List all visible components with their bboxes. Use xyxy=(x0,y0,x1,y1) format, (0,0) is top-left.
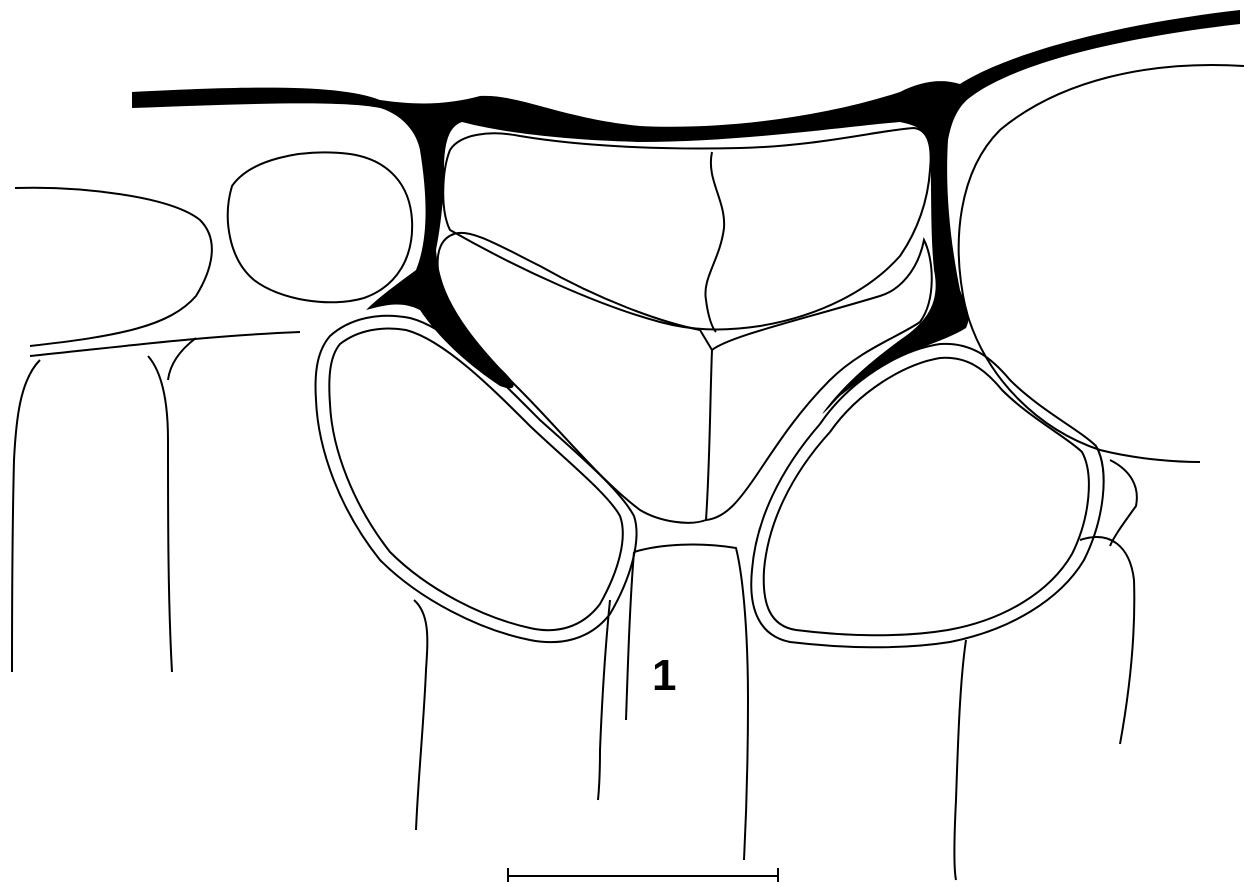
cell-column-right-2 xyxy=(1080,537,1134,744)
figure-label: 1 xyxy=(652,651,676,700)
outer-wall xyxy=(132,10,1240,414)
cell-column-right-3 xyxy=(1110,460,1137,546)
scale-bar xyxy=(508,868,778,882)
cell-small-round xyxy=(228,152,412,302)
cell-right-large xyxy=(959,65,1244,462)
cell-column-left-2b xyxy=(168,338,196,380)
cell-column-left-2 xyxy=(148,356,172,672)
cell-upper-central xyxy=(443,128,930,329)
cell-column-left-1 xyxy=(12,360,40,672)
cell-column-center-left xyxy=(414,600,427,830)
cell-right-oval-outer xyxy=(751,344,1103,647)
cell-column-center-a xyxy=(598,600,610,800)
cell-column-right-1 xyxy=(955,640,967,880)
cell-left-elongated xyxy=(15,188,212,346)
cell-left-base xyxy=(30,332,300,356)
cell-numbered-1 xyxy=(634,545,748,860)
cell-left-oval-inner xyxy=(329,329,622,631)
cell-upper-central-division xyxy=(705,152,724,332)
cell-right-central xyxy=(706,240,932,520)
